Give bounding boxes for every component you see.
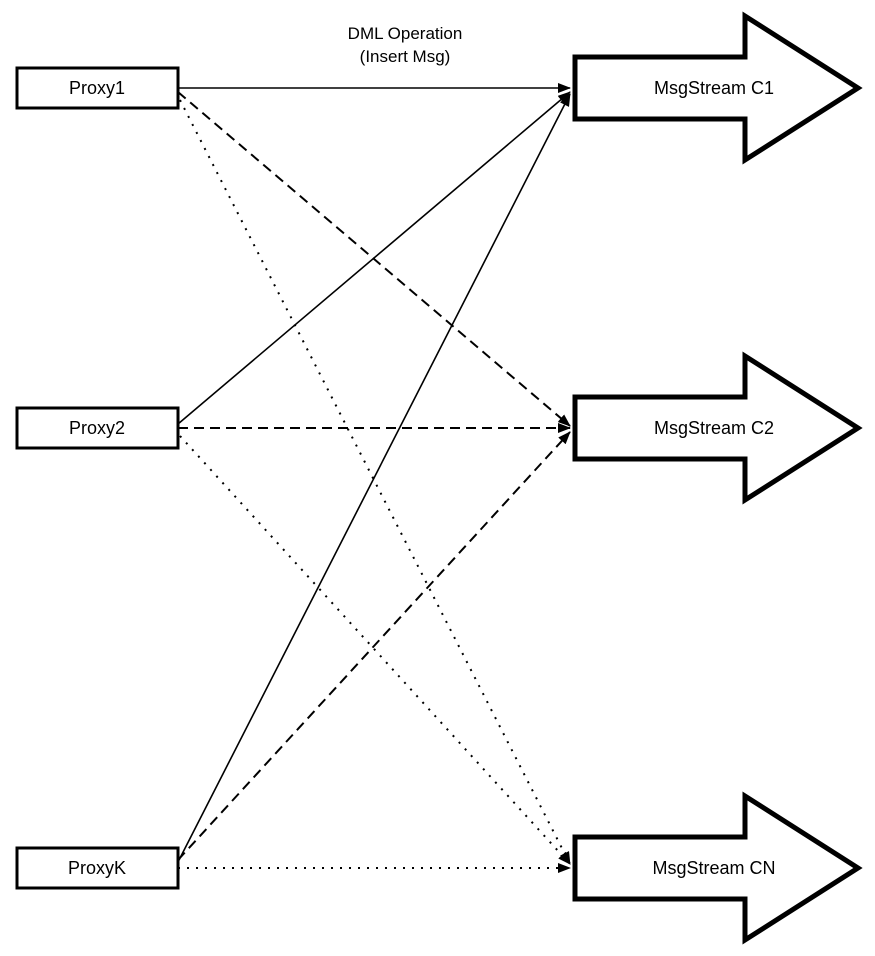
proxyk-label: ProxyK bbox=[68, 858, 126, 878]
edge-label-line1: DML Operation bbox=[348, 24, 463, 43]
edge-proxyk-c1 bbox=[177, 93, 571, 863]
proxy2-label: Proxy2 bbox=[69, 418, 125, 438]
edge-proxy2-c1 bbox=[177, 91, 571, 425]
node-proxy1: Proxy1 bbox=[15, 66, 180, 110]
edge-label-dml-operation: DML Operation (Insert Msg) bbox=[348, 24, 463, 66]
edge-proxyk-c2 bbox=[177, 431, 571, 861]
edge-proxy2-cn bbox=[179, 435, 571, 865]
msgstream-c2-arrow bbox=[572, 351, 863, 505]
node-proxyk: ProxyK bbox=[15, 846, 180, 890]
edge-proxy1-cn bbox=[179, 99, 571, 865]
proxy2-box bbox=[15, 406, 180, 450]
node-msgstream-cn: MsgStream CN bbox=[572, 791, 863, 945]
node-msgstream-c2: MsgStream C2 bbox=[572, 351, 863, 505]
msgstream-c2-label: MsgStream C2 bbox=[654, 418, 774, 438]
edge-group bbox=[177, 83, 571, 873]
msgstream-c1-label: MsgStream C1 bbox=[654, 78, 774, 98]
msgstream-cn-label: MsgStream CN bbox=[652, 858, 775, 878]
node-msgstream-c1: MsgStream C1 bbox=[572, 11, 863, 165]
edge-label-line2: (Insert Msg) bbox=[360, 47, 451, 66]
proxyk-box bbox=[15, 846, 180, 890]
node-proxy2: Proxy2 bbox=[15, 406, 180, 450]
msgstream-c1-arrow bbox=[572, 11, 863, 165]
proxy1-label: Proxy1 bbox=[69, 78, 125, 98]
proxy1-box bbox=[15, 66, 180, 110]
msgstream-cn-arrow bbox=[572, 791, 863, 945]
